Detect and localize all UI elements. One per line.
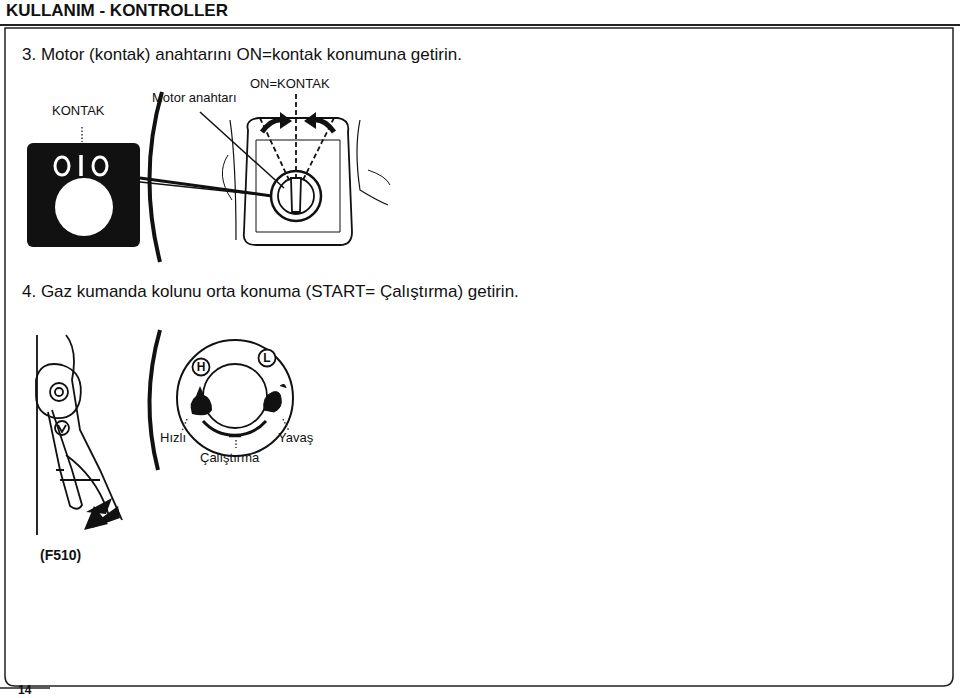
position-label: Çalıştırma bbox=[200, 451, 259, 466]
throttle-lever bbox=[36, 335, 122, 535]
move-arrow bbox=[84, 506, 108, 530]
on-symbol bbox=[79, 155, 83, 176]
turtle-icon bbox=[264, 384, 286, 412]
part-label: KONTAK bbox=[52, 104, 105, 119]
leader-line bbox=[182, 419, 187, 431]
key-switch bbox=[200, 94, 390, 245]
key-hole bbox=[55, 178, 113, 236]
switch-panel bbox=[27, 143, 140, 247]
position-label: Yavaş bbox=[278, 431, 313, 446]
page-number: 14 bbox=[18, 684, 31, 698]
dial-range bbox=[203, 421, 266, 435]
step-text: 4. Gaz kumanda kolunu orta konuma (START… bbox=[22, 282, 519, 302]
leader-line bbox=[283, 419, 289, 431]
dial-letter: H bbox=[191, 361, 211, 373]
part-label: ON=KONTAK bbox=[250, 77, 330, 92]
dial-letter: L bbox=[257, 352, 277, 364]
throttle-dial bbox=[177, 340, 293, 456]
figure-code: (F510) bbox=[40, 547, 81, 563]
start-mark bbox=[229, 435, 241, 438]
dial-mark: L bbox=[257, 348, 277, 368]
turn-arrow bbox=[304, 112, 316, 129]
zoom-line bbox=[140, 182, 272, 196]
off-symbol bbox=[55, 157, 69, 175]
zoom-line bbox=[140, 178, 272, 196]
leader-line bbox=[235, 440, 237, 448]
leader-line bbox=[81, 127, 83, 142]
turn-arrow bbox=[280, 112, 292, 129]
dial-mark: H bbox=[191, 357, 211, 377]
position-label: Hızlı bbox=[160, 431, 186, 446]
dial-center bbox=[203, 364, 267, 428]
header-rule bbox=[0, 24, 960, 26]
page-title: KULLANIM - KONTROLLER bbox=[6, 1, 228, 21]
move-arrow bbox=[86, 498, 112, 514]
part-label: Motor anahtarı bbox=[152, 91, 237, 106]
bracket bbox=[149, 330, 160, 470]
off-symbol bbox=[93, 157, 107, 175]
rabbit-icon bbox=[191, 386, 212, 415]
step-text: 3. Motor (kontak) anahtarını ON=kontak k… bbox=[22, 45, 462, 65]
bracket bbox=[149, 92, 162, 262]
page-frame bbox=[5, 28, 953, 686]
